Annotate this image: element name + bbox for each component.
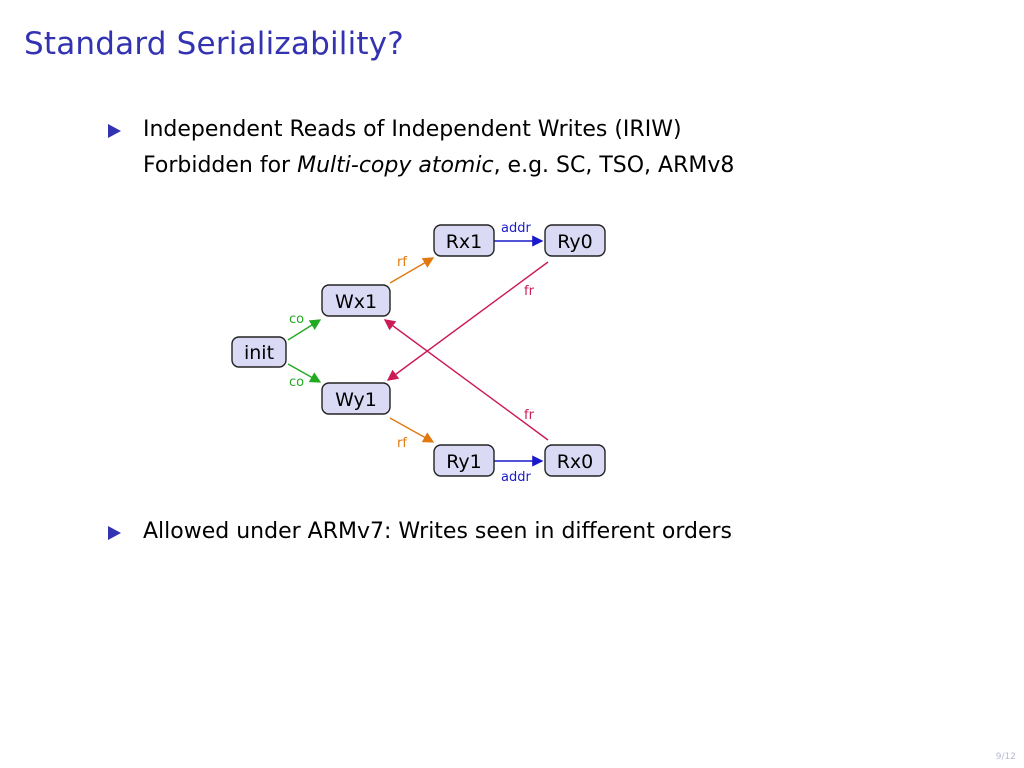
node-wx1: Wx1	[321, 284, 391, 317]
slide-title: Standard Serializability?	[24, 26, 404, 62]
bullet-triangle-icon	[108, 124, 121, 138]
label-co-top: co	[289, 312, 304, 327]
node-wy1-label: Wy1	[335, 389, 377, 411]
node-rx0-label: Rx0	[557, 451, 594, 473]
label-fr-bottom: fr	[524, 408, 535, 423]
node-rx1: Rx1	[433, 224, 495, 257]
page-number: 9/12	[995, 752, 1016, 762]
line2-prefix: Forbidden for	[143, 153, 298, 178]
node-init: init	[231, 336, 287, 368]
line2-suffix: , e.g. SC, TSO, ARMv8	[493, 153, 735, 178]
label-addr-top: addr	[501, 221, 531, 236]
node-ry0: Ry0	[544, 224, 606, 257]
node-ry1: Ry1	[433, 444, 495, 477]
edge-rf-top	[389, 257, 435, 284]
bullet-text-line2: Forbidden for Multi-copy atomic, e.g. SC…	[143, 148, 734, 184]
label-addr-bottom: addr	[501, 470, 531, 485]
edge-rf-bottom	[389, 417, 435, 443]
label-rf-bottom: rf	[397, 436, 407, 451]
label-rf-top: rf	[397, 255, 407, 270]
label-fr-top: fr	[524, 284, 535, 299]
edge-fr-ry0-wy1	[386, 261, 549, 381]
bullet-text-line1: Independent Reads of Independent Writes …	[143, 117, 682, 142]
edge-co-bottom	[287, 363, 322, 383]
node-rx0: Rx0	[544, 444, 606, 477]
bullet-text: Allowed under ARMv7: Writes seen in diff…	[143, 519, 732, 544]
label-co-bottom: co	[289, 375, 304, 390]
line2-emphasis: Multi-copy atomic	[297, 153, 494, 178]
node-ry1-label: Ry1	[446, 451, 482, 473]
node-wx1-label: Wx1	[335, 291, 377, 313]
node-rx1-label: Rx1	[446, 231, 483, 253]
edge-co-top	[287, 319, 322, 341]
node-init-label: init	[244, 342, 274, 364]
edge-fr-rx0-wx1	[383, 319, 549, 441]
node-ry0-label: Ry0	[557, 231, 593, 253]
bullet-triangle-icon	[108, 526, 121, 540]
node-wy1: Wy1	[321, 382, 391, 415]
